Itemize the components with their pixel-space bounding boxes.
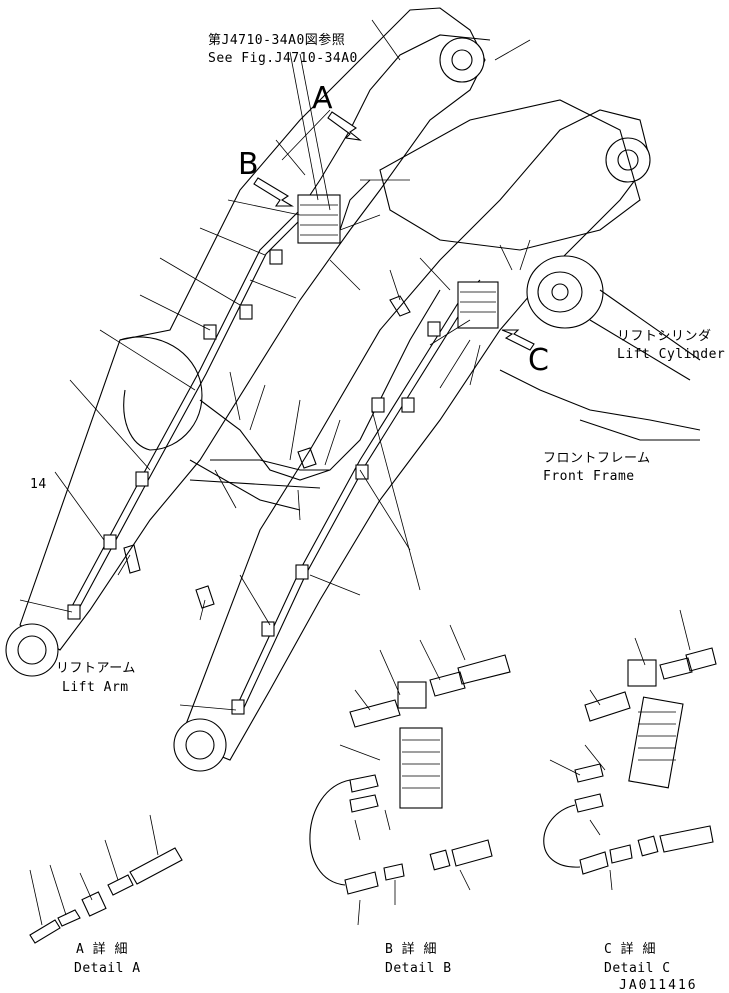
grease-pipes [69,34,491,715]
lift-cylinder-label-en: Lift Cylinder [617,347,726,362]
front-frame-label-jp: フロントフレーム [543,451,651,466]
detail-c-label-en: Detail C [604,961,671,976]
view-arrows [253,111,535,351]
detail-a-label-en: Detail A [74,961,141,976]
grease-block-c-installed [457,281,499,329]
leader-lines [19,19,531,711]
callout-a: A [312,81,333,116]
lift-cylinder-label-jp: リフトシリンダ [617,329,712,344]
callout-b: B [238,147,259,182]
detail-a-label-jp: A 詳 細 [76,942,128,957]
front-frame [189,99,701,511]
detail-c-label-jp: C 詳 細 [604,942,656,957]
lift-cylinder [526,255,701,381]
see-figure-reference-en: See Fig.J4710-34A0 [208,51,358,66]
right-lift-arm [173,109,651,772]
pipe-clamps [67,249,441,715]
detail-b-label-en: Detail B [385,961,452,976]
see-figure-reference-jp: 第J4710-34A0図参照 [208,33,346,48]
front-frame-label-en: Front Frame [543,469,635,484]
detail-a-parts [29,814,183,944]
lift-arm-label-en: Lift Arm [62,680,129,695]
callout-c: C [528,343,549,378]
detail-b-label-jp: B 詳 細 [385,942,437,957]
bolts [123,295,411,609]
left-lift-arm [5,7,486,677]
lift-arm-label-jp: リフトアーム [56,661,136,676]
item-number-14: 14 [30,477,47,492]
grease-block-b-installed [297,194,341,244]
detail-b-parts [309,624,511,926]
drawing-number: JA011416 [619,978,698,993]
detail-c-parts [543,609,717,891]
